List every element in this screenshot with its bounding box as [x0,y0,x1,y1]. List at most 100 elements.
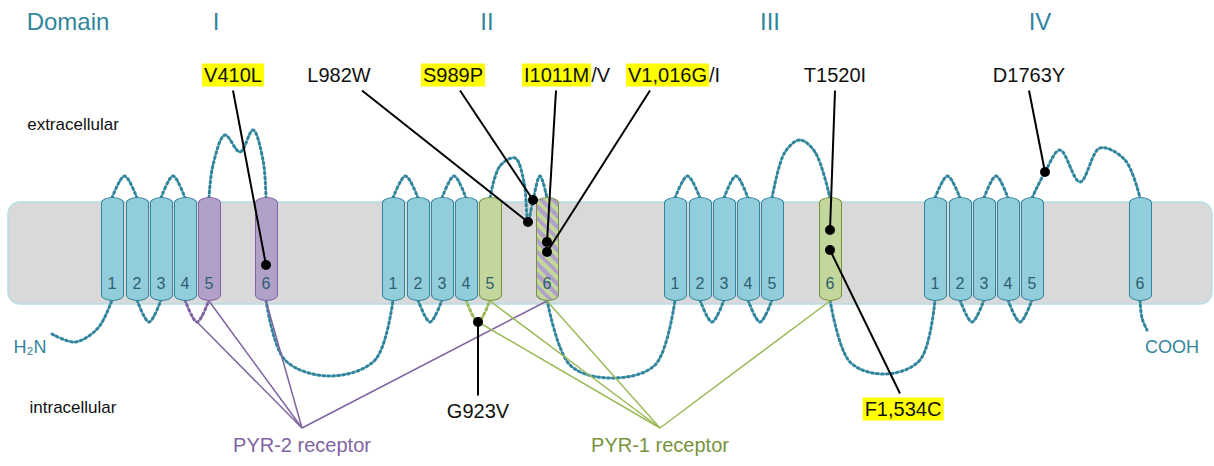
mutation-label: L982W [307,64,370,87]
helix-number: 5 [1028,276,1037,300]
helix-number: 2 [696,276,705,300]
mutation-dot [523,217,533,227]
mutation-label: D1763Y [993,64,1065,87]
helix-number: 5 [486,276,495,300]
leader-line [547,91,556,243]
domain-number: II [480,8,493,36]
leader-line [830,250,900,394]
mutation-label: V410L [202,64,264,87]
domain-number: III [760,8,780,36]
loop-line [1140,300,1147,330]
loop-line [1008,300,1032,322]
helix-number: 6 [1136,276,1145,300]
mutation-label: I1011M [522,64,591,87]
loop-line [960,300,984,322]
loop-line [209,130,266,198]
loop-line [442,176,466,198]
mutation-dot [542,237,552,247]
side-label: intracellular [30,398,117,418]
mutation-dot [825,245,835,255]
helix-segment: 1 [664,197,687,301]
helix-number: 2 [133,276,142,300]
helix-segment: 4 [174,197,197,301]
loop-line [466,300,490,322]
helix-number: 1 [108,276,117,300]
helix-number: 4 [181,276,190,300]
helix-segment: 5 [761,197,784,301]
loop-line [830,300,935,374]
helix-number: 2 [956,276,965,300]
receptor-line [490,301,660,428]
leader-line [1029,91,1045,173]
helix-segment: 2 [689,197,712,301]
leader-line [547,91,650,253]
loop-line [52,300,112,342]
mutation-label: G923V [447,400,509,423]
loop-line [700,300,724,322]
helix-number: 4 [462,276,471,300]
helix-segment: 3 [713,197,736,301]
mutation-dot [473,317,483,327]
loop-line [935,176,960,198]
loop-line [675,176,700,198]
leader-line [477,322,479,396]
helix-segment: 4 [455,197,478,301]
helix-number: 1 [389,276,398,300]
mutation-dot [261,260,271,270]
loop-line [547,300,675,378]
loop-line [748,300,772,322]
helix-segment: 2 [949,197,972,301]
helix-segment: 5 [1021,197,1044,301]
mutation-dot [542,247,552,257]
helix-segment: 1 [101,197,124,301]
helix-number: 6 [262,276,271,300]
helix-number: 3 [720,276,729,300]
helix-number: 3 [980,276,989,300]
mutation-label: V1,016G [626,64,709,87]
helix-segment: 1 [382,197,405,301]
helix-number: 4 [744,276,753,300]
receptor-line [302,301,547,428]
loop-line [185,300,209,322]
loop-line [724,176,748,198]
receptor-line [547,301,660,428]
receptor-line [209,301,302,428]
helix-number: 1 [931,276,940,300]
helix-segment: 6 [819,197,842,301]
receptor-label: PYR-2 receptor [233,434,371,457]
helix-segment: 2 [126,197,149,301]
receptor-line [660,301,830,428]
side-label: extracellular [27,115,119,135]
receptor-label: PYR-1 receptor [591,434,729,457]
loop-line [984,176,1008,198]
domain-number: I [213,8,220,36]
helix-number: 5 [768,276,777,300]
helix-segment: 2 [407,197,430,301]
helix-number: 5 [205,276,214,300]
mutation-label: S989P [421,64,485,87]
loop-line [772,140,830,198]
helix-segment: 5 [479,197,502,301]
mutation-dot [528,195,538,205]
mutation-variant: /I [709,64,720,87]
terminus-label: COOH [1145,337,1199,358]
helix-number: 2 [414,276,423,300]
helix-segment: 1 [924,197,947,301]
loop-line [112,176,137,198]
helix-number: 6 [543,276,552,300]
helix-segment: 6 [1129,197,1152,301]
loop-line [1032,148,1140,198]
helix-number: 3 [438,276,447,300]
leader-line [233,91,266,266]
helix-segment: 3 [150,197,173,301]
helix-number: 3 [157,276,166,300]
mutation-label: F1,534C [863,398,944,421]
loop-line [418,300,442,322]
loop-line [266,300,393,376]
loop-line [137,300,161,322]
helix-number: 6 [826,276,835,300]
domain-heading: Domain [27,8,110,36]
mutation-label: T1520I [804,64,866,87]
